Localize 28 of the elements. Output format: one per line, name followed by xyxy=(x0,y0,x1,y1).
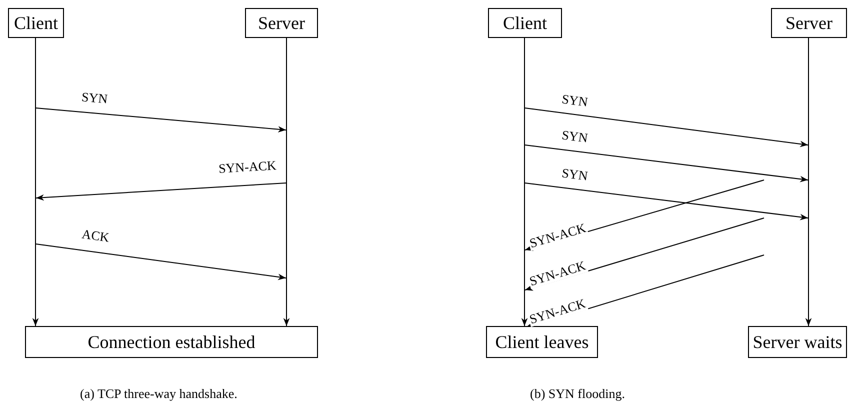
figure-caption: (b) SYN flooding. xyxy=(530,386,625,402)
message-label: SYN xyxy=(80,90,110,106)
lifeline xyxy=(524,38,525,305)
participant-box: Client leaves xyxy=(486,326,598,358)
arrow xyxy=(524,182,808,220)
participant-box: Server xyxy=(245,8,318,38)
lifeline xyxy=(35,38,36,305)
arrow xyxy=(36,182,286,201)
participant-box: Connection established xyxy=(25,326,318,358)
arrow xyxy=(32,304,39,326)
message-label: SYN-ACK xyxy=(217,158,278,176)
message-label: SYN xyxy=(560,128,590,146)
arrow xyxy=(524,108,808,148)
participant-box: Server waits xyxy=(748,326,847,358)
participant-box: Client xyxy=(8,8,64,38)
arrow xyxy=(805,304,812,326)
figure-caption: (a) TCP three-way handshake. xyxy=(80,386,238,402)
arrow xyxy=(36,244,286,280)
lifeline xyxy=(808,38,809,305)
message-label: ACK xyxy=(80,227,112,245)
arrow xyxy=(521,304,528,326)
arrow xyxy=(283,304,290,326)
lifeline xyxy=(286,38,287,305)
participant-box: Client xyxy=(488,8,562,38)
arrow xyxy=(524,144,808,182)
message-label: SYN xyxy=(560,166,590,184)
participant-box: Server xyxy=(771,8,847,38)
arrow xyxy=(36,108,286,132)
